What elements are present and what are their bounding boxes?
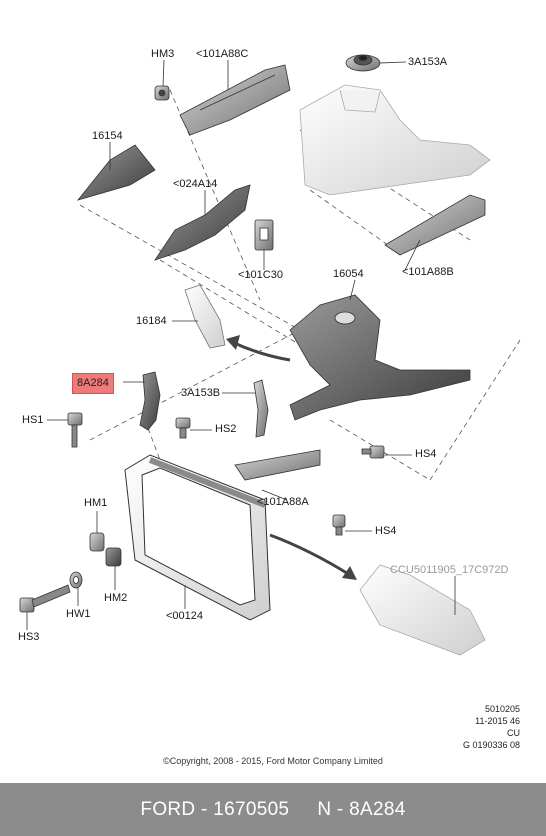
label-024a14: <024A14 [173,178,218,190]
label-hs2: HS2 [215,423,237,435]
label-8a284-highlighted: 8A284 [72,373,114,394]
bolt-hs4-lower [332,514,346,536]
mount-hm2 [105,547,122,567]
label-16154: 16154 [92,130,123,142]
rail-101a88a [234,449,321,481]
label-3a153b: 3A153B [181,387,221,399]
bolt-hs2 [175,417,191,439]
label-00124: <00124 [166,610,204,622]
drawing-metadata: 5010205 11-2015 46 CU G 0190336 08 [440,703,520,751]
label-101a88c: <101A88C [196,48,249,60]
cowl-panel-ccu [359,564,486,656]
mount-hm1 [89,532,105,552]
apron-16054 [289,294,471,421]
bolt-hs3 [19,584,71,613]
label-101a88a: <101A88A [257,496,309,508]
nut-hm3 [154,85,170,101]
label-hs4-lower: HS4 [375,525,397,537]
radiator-support-00124 [124,454,271,621]
label-16054: 16054 [333,268,364,280]
label-3a153a: 3A153A [408,56,448,68]
exploded-parts-diagram [19,54,521,656]
label-101a88b: <101A88B [402,266,454,278]
arrow-16184 [231,340,291,362]
label-hm1: HM1 [84,497,108,509]
label-hw1: HW1 [66,608,91,620]
meta-line-1: 5010205 [484,704,520,714]
brace-3a153b [253,379,269,438]
clip-101c30 [254,219,274,251]
label-hs1: HS1 [22,414,44,426]
label-101c30: <101C30 [238,269,283,281]
bolt-hs4-upper [361,445,385,459]
strut-mount-3a153a [345,54,381,72]
rail-101a88b [384,194,486,256]
meta-line-3: CU [507,728,520,738]
meta-line-4: G 0190336 08 [462,740,520,750]
label-ccu: CCU5011905_17C972D [390,564,509,576]
cowl-panel-upper [299,84,491,196]
footer-part-number: FORD - 1670505 [140,798,290,820]
shield-024a14 [154,184,251,261]
label-hm3: HM3 [151,48,175,60]
leader-lines [26,59,456,630]
brace-16184 [184,284,226,349]
bracket-8a284 [139,371,161,431]
footer-bar: FORD - 1670505 N - 8A284 [0,783,546,836]
footer-part-code: N - 8A284 [317,798,406,820]
rail-101a88c [179,64,291,136]
label-hs4-upper: HS4 [415,448,437,460]
label-16184: 16184 [136,315,167,327]
arrow-ccu [269,533,351,577]
washer-hw1 [69,571,83,589]
bracket-16154 [76,144,156,201]
label-hs3: HS3 [18,631,40,643]
label-hm2: HM2 [104,592,128,604]
copyright-notice: ©Copyright, 2008 - 2015, Ford Motor Comp… [163,756,383,766]
bolt-hs1 [67,412,83,448]
meta-line-2: 11-2015 46 [475,716,520,726]
